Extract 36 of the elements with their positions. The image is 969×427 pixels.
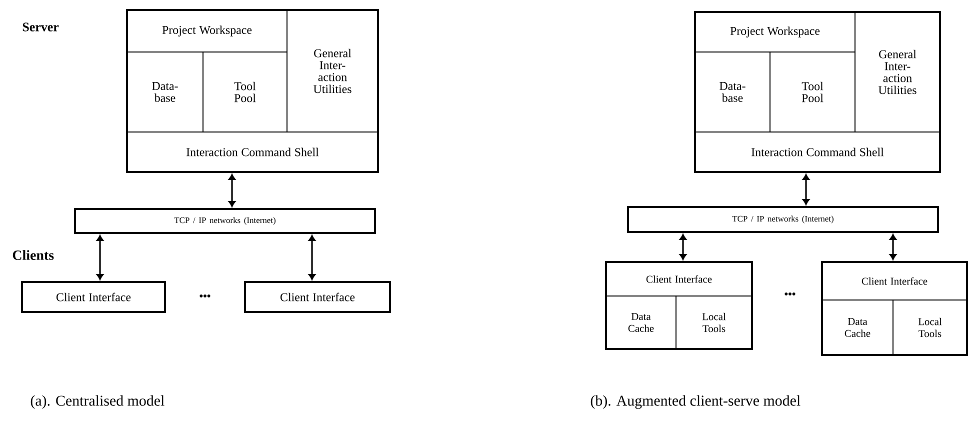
section-box: Client Interface — [606, 262, 752, 296]
client-box: Client Interface — [244, 281, 391, 313]
section-box: Tool Pool — [770, 52, 856, 132]
ellipsis: ••• — [784, 292, 796, 296]
section-label: Clients — [12, 250, 54, 260]
client-box: Client Interface — [21, 281, 166, 313]
client-box — [605, 261, 753, 350]
ellipsis: ••• — [200, 294, 210, 298]
section-box: Project Workspace — [694, 12, 856, 52]
caption: (a). Centralised model — [30, 395, 164, 409]
arrow — [308, 235, 316, 280]
arrow — [228, 174, 236, 207]
section-box: Data Cache — [606, 296, 676, 350]
section-box: Local Tools — [676, 296, 752, 350]
network-bar: TCP / IP networks (Internet) — [627, 206, 939, 233]
section-box: Data- base — [694, 52, 770, 132]
section-box: Data- base — [126, 52, 204, 132]
section-box: Tool Pool — [202, 52, 288, 132]
section-box: Client Interface — [822, 262, 968, 300]
arrow — [802, 174, 810, 205]
section-box: General Inter- action Utilities — [286, 10, 378, 132]
arrow — [96, 235, 104, 280]
section-box: Project Workspace — [126, 10, 288, 52]
section-box: Interaction Command Shell — [694, 132, 940, 172]
section-box: Data Cache — [822, 300, 894, 356]
section-label: Server — [22, 22, 59, 32]
network-bar: TCP / IP networks (Internet) — [74, 208, 376, 234]
section-box: General Inter- action Utilities — [854, 12, 940, 132]
arrow — [680, 234, 687, 260]
server-box — [126, 9, 379, 173]
client-box — [821, 261, 968, 356]
caption: (b). Augmented client-serve model — [590, 395, 800, 409]
arrow — [890, 234, 897, 260]
server-box — [694, 11, 941, 173]
section-box: Local Tools — [892, 300, 968, 356]
section-box: Interaction Command Shell — [126, 132, 378, 172]
